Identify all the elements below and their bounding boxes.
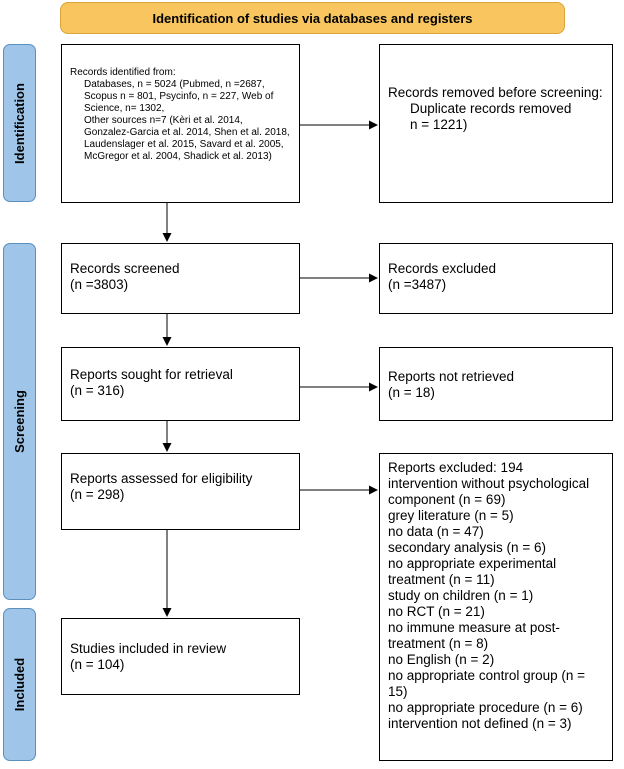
records-removed-count: n = 1221) xyxy=(410,117,468,132)
reports-excluded-reason: secondary analysis (n = 6) xyxy=(388,540,546,555)
reports-excluded-reason: intervention without psychological compo… xyxy=(388,476,590,507)
records-identified-box: Records identified from: Databases, n = … xyxy=(61,44,300,203)
phase-identification: Identification xyxy=(3,44,36,202)
reports-excluded-total: Reports excluded: 194 xyxy=(388,460,524,475)
reports-excluded-reason: no data (n = 47) xyxy=(388,524,484,539)
reports-excluded-reason: no appropriate experimental treatment (n… xyxy=(388,556,557,587)
records-identified-title: Records identified from: xyxy=(70,67,176,78)
reports-excluded-reason: grey literature (n = 5) xyxy=(388,508,514,523)
records-removed-duplicates: Duplicate records removed xyxy=(410,101,572,116)
records-identified-other: Other sources n=7 (Kèri et al. 2014, Gon… xyxy=(84,115,290,162)
reports-not-retrieved-title: Reports not retrieved xyxy=(388,369,515,384)
reports-excluded-reason: no appropriate procedure (n = 6) xyxy=(388,700,583,715)
reports-excluded-box: Reports excluded: 194 intervention witho… xyxy=(379,453,613,761)
studies-included-title: Studies included in review xyxy=(70,641,227,656)
records-screened-count: (n =3803) xyxy=(70,277,129,292)
records-screened-title: Records screened xyxy=(70,261,180,276)
phase-screening: Screening xyxy=(3,243,36,600)
records-removed-box: Records removed before screening: Duplic… xyxy=(379,44,613,203)
reports-excluded-reason: no English (n = 2) xyxy=(388,652,495,667)
reports-excluded-reason: study on children (n = 1) xyxy=(388,588,534,603)
header-title: Identification of studies via databases … xyxy=(152,10,473,26)
records-identified-databases: Databases, n = 5024 (Pubmed, n =2687, Sc… xyxy=(84,79,274,114)
reports-excluded-reason: no immune measure at post-treatment (n =… xyxy=(388,620,560,651)
reports-excluded-reason: no appropriate control group (n = 15) xyxy=(388,668,586,699)
header-banner: Identification of studies via databases … xyxy=(60,2,565,34)
records-excluded-box: Records excluded (n =3487) xyxy=(379,243,613,314)
phase-included: Included xyxy=(3,608,36,761)
reports-sought-count: (n = 316) xyxy=(70,383,125,398)
studies-included-count: (n = 104) xyxy=(70,657,125,672)
reports-excluded-reason: no RCT (n = 21) xyxy=(388,604,485,619)
reports-sought-box: Reports sought for retrieval (n = 316) xyxy=(61,347,300,421)
reports-not-retrieved-count: (n = 18) xyxy=(388,385,435,400)
reports-sought-title: Reports sought for retrieval xyxy=(70,367,233,382)
reports-excluded-reason: intervention not defined (n = 3) xyxy=(388,716,572,731)
records-screened-box: Records screened (n =3803) xyxy=(61,243,300,314)
reports-assessed-count: (n = 298) xyxy=(70,487,125,502)
records-excluded-count: (n =3487) xyxy=(388,277,447,292)
reports-assessed-box: Reports assessed for eligibility (n = 29… xyxy=(61,453,300,530)
records-removed-title: Records removed before screening: xyxy=(388,85,603,100)
reports-not-retrieved-box: Reports not retrieved (n = 18) xyxy=(379,347,613,421)
reports-assessed-title: Reports assessed for eligibility xyxy=(70,471,253,486)
records-excluded-title: Records excluded xyxy=(388,261,497,276)
studies-included-box: Studies included in review (n = 104) xyxy=(61,618,300,695)
